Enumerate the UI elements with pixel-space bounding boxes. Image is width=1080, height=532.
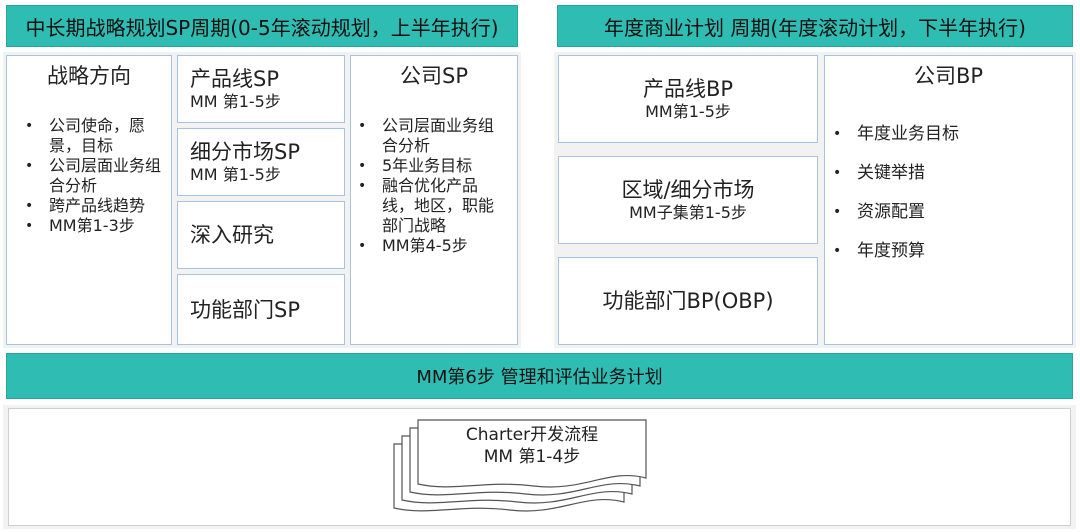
list-item: •融合优化产品线，地区，职能部门战略 <box>358 176 495 235</box>
list-item: •公司使命，愿景，目标 <box>25 116 146 155</box>
segment-sp-steps: MM 第1-5步 <box>190 165 281 184</box>
functional-bp-title: 功能部门BP(OBP) <box>602 289 774 313</box>
product-line-sp-box: 产品线SP MM 第1-5步 <box>177 55 345 123</box>
list-item: •资源配置 <box>833 202 925 222</box>
functional-sp-box: 功能部门SP <box>177 274 345 345</box>
charter-text: Charter开发流程 MM 第1-4步 <box>418 424 646 468</box>
bp-cycle-header: 年度商业计划 周期(年度滚动计划，下半年执行) <box>557 5 1073 47</box>
segment-sp-box: 细分市场SP MM 第1-5步 <box>177 128 345 196</box>
company-bp-box: 公司BP •年度业务目标 •关键举措 •资源配置 •年度预算 <box>824 55 1073 345</box>
region-segment-steps: MM子集第1-5步 <box>629 203 747 222</box>
strategy-direction-list: •公司使命，愿景，目标 •公司层面业务组合分析 •跨产品线趋势 •MM第1-3步 <box>25 116 162 236</box>
product-line-bp-title: 产品线BP <box>642 77 734 101</box>
list-item: •5年业务目标 <box>358 156 473 175</box>
segment-sp-title: 细分市场SP <box>190 140 300 164</box>
list-item: •MM第1-3步 <box>25 216 135 235</box>
product-line-sp-title: 产品线SP <box>190 67 279 91</box>
list-item: •公司层面业务组合分析 <box>358 116 495 155</box>
list-item: •公司层面业务组合分析 <box>25 156 162 195</box>
functional-sp-title: 功能部门SP <box>190 297 300 322</box>
region-segment-box: 区域/细分市场 MM子集第1-5步 <box>558 156 818 244</box>
product-line-bp-steps: MM第1-5步 <box>645 102 731 121</box>
list-item: •跨产品线趋势 <box>25 196 146 215</box>
deep-research-box: 深入研究 <box>177 201 345 269</box>
strategy-direction-box: 战略方向 •公司使命，愿景，目标 •公司层面业务组合分析 •跨产品线趋势 •MM… <box>6 55 172 345</box>
document-stack-icon <box>393 419 647 512</box>
product-line-bp-box: 产品线BP MM第1-5步 <box>558 55 818 143</box>
list-item: •关键举措 <box>833 163 925 183</box>
strategy-direction-title: 战略方向 <box>47 64 131 88</box>
list-item: •年度预算 <box>833 241 925 261</box>
company-bp-list: •年度业务目标 •关键举措 •资源配置 •年度预算 <box>833 124 1072 261</box>
sp-cycle-header: 中长期战略规划SP周期(0-5年滚动规划，上半年执行) <box>6 5 518 47</box>
list-item: •MM第4-5步 <box>358 236 468 255</box>
company-sp-title: 公司SP <box>400 64 468 88</box>
product-line-sp-steps: MM 第1-5步 <box>190 92 281 111</box>
company-bp-title: 公司BP <box>913 64 984 88</box>
charter-title: Charter开发流程 <box>465 425 599 445</box>
manage-evaluate-bar: MM第6步 管理和评估业务计划 <box>6 353 1073 399</box>
deep-research-title: 深入研究 <box>190 223 274 247</box>
region-segment-title: 区域/细分市场 <box>621 178 755 202</box>
charter-document-stack: Charter开发流程 MM 第1-4步 <box>380 416 650 521</box>
charter-steps: MM 第1-4步 <box>483 447 581 467</box>
functional-bp-box: 功能部门BP(OBP) <box>558 257 818 345</box>
list-item: •年度业务目标 <box>833 124 959 144</box>
company-sp-box: 公司SP •公司层面业务组合分析 •5年业务目标 •融合优化产品线，地区，职能部… <box>350 55 518 345</box>
company-sp-list: •公司层面业务组合分析 •5年业务目标 •融合优化产品线，地区，职能部门战略 •… <box>358 116 506 256</box>
